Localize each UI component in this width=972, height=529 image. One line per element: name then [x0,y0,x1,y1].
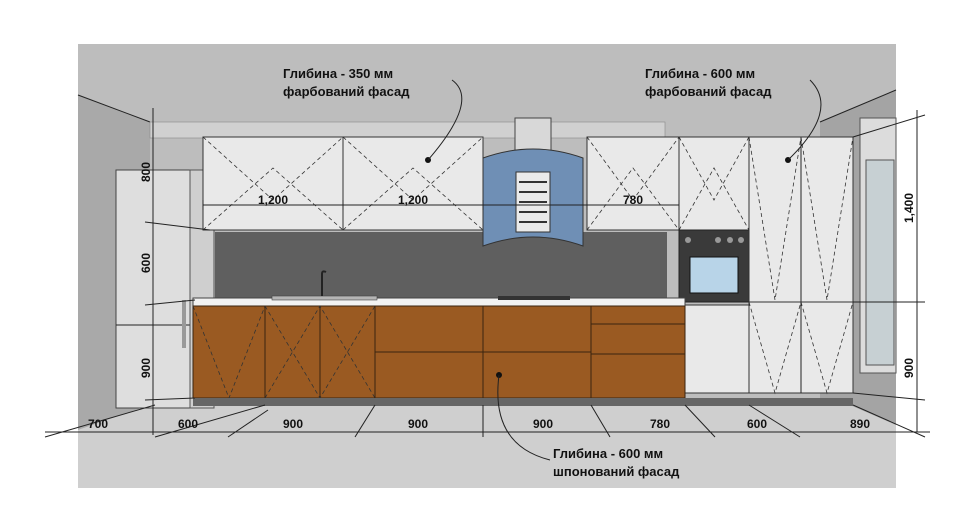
bottom-width-7: 600 [747,417,767,431]
leader-upper-left [427,79,463,161]
fridge-handle [182,300,186,348]
range-hood [482,117,584,247]
upper-cabinet-left [202,136,344,231]
plinth [193,398,853,406]
tall-column-oven [678,136,750,394]
annotation-upper-right-line2: фарбований фасад [645,84,772,99]
upper-width-2: 1,200 [398,193,428,207]
upper-cabinet-middle [342,136,484,231]
left-height-1: 800 [139,162,153,182]
right-height-2: 900 [902,358,916,378]
leader-upper-right [787,79,822,161]
annotation-lower-line2: шпонований фасад [553,464,680,479]
annotation-upper-left-line1: Глибина - 350 мм [283,66,393,81]
ceiling-soffit [149,121,666,139]
oven-window [689,256,739,294]
countertop [192,297,686,307]
bottom-width-5: 900 [533,417,553,431]
bottom-width-6: 780 [650,417,670,431]
sink [271,295,378,301]
left-height-2: 600 [139,253,153,273]
backsplash [215,232,667,298]
bottom-width-1: 700 [88,417,108,431]
left-height-3: 900 [139,358,153,378]
right-height-1: 1,400 [902,193,916,223]
base-cabinets [192,305,686,400]
annotation-upper-right-line1: Глибина - 600 мм [645,66,755,81]
bottom-width-8: 890 [850,417,870,431]
faucet [321,270,327,296]
upper-width-3: 780 [623,193,643,207]
window-glass [865,159,895,366]
annotation-lower-line1: Глибина - 600 мм [553,446,663,461]
tall-cabinet-right [748,136,854,395]
annotation-upper-left-line2: фарбований фасад [283,84,410,99]
cooktop [498,296,570,300]
bottom-width-3: 900 [283,417,303,431]
upper-width-1: 1,200 [258,193,288,207]
bottom-width-2: 600 [178,417,198,431]
leader-lower [497,374,551,461]
bottom-width-4: 900 [408,417,428,431]
floor [78,405,896,488]
upper-cabinet-right [586,136,680,231]
